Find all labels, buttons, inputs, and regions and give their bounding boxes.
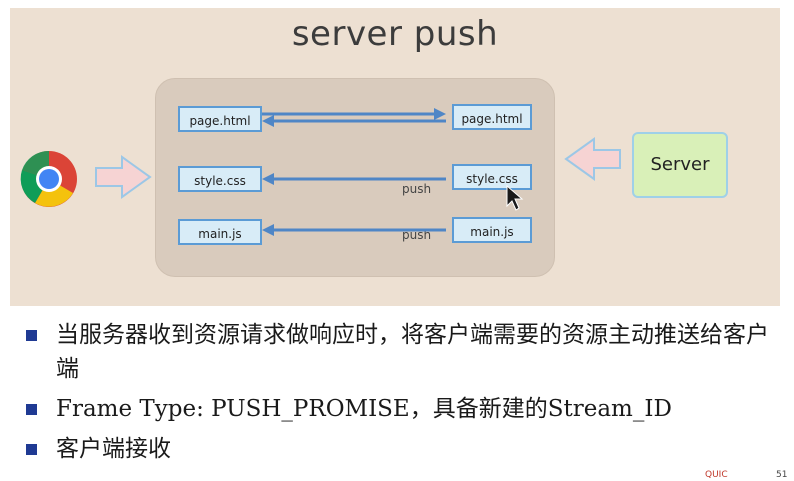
bullet-text: Frame Type: PUSH_PROMISE，具备新建的Stream_ID bbox=[56, 396, 672, 422]
mouse-cursor-icon bbox=[506, 184, 524, 211]
big-arrow-left-icon bbox=[95, 155, 152, 199]
page-number: 51 bbox=[776, 470, 788, 480]
bullet-square-icon bbox=[26, 404, 37, 415]
client-file-style-css: style.css bbox=[178, 166, 262, 192]
bullet-text: 当服务器收到资源请求做响应时，将客户端需要的资源主动推送给客户端 bbox=[56, 322, 769, 382]
request-arrow bbox=[262, 108, 446, 120]
bullet-item: Frame Type: PUSH_PROMISE，具备新建的Stream_ID bbox=[26, 392, 786, 426]
server-box: Server bbox=[632, 132, 728, 198]
server-file-main-js: main.js bbox=[452, 217, 532, 243]
bullet-item: 当服务器收到资源请求做响应时，将客户端需要的资源主动推送给客户端 bbox=[26, 318, 786, 386]
client-file-main-js: main.js bbox=[178, 219, 262, 245]
chrome-icon bbox=[20, 150, 77, 207]
push-arrow-style bbox=[262, 173, 446, 185]
bullet-square-icon bbox=[26, 330, 37, 341]
push-label-style: push bbox=[402, 182, 432, 196]
response-arrow bbox=[262, 115, 446, 127]
client-file-page-html: page.html bbox=[178, 106, 262, 132]
server-file-style-css: style.css bbox=[452, 164, 532, 190]
bullet-item: 客户端接收 bbox=[26, 432, 786, 466]
push-arrow-main bbox=[262, 224, 446, 236]
footer-tag: QUIC bbox=[705, 470, 728, 480]
bullet-list: 当服务器收到资源请求做响应时，将客户端需要的资源主动推送给客户端 Frame T… bbox=[26, 318, 786, 472]
big-arrow-right-icon bbox=[564, 137, 621, 181]
diagram-panel: server push page.html style.css main.js … bbox=[10, 8, 780, 306]
slide-title: server push bbox=[291, 14, 499, 54]
bullet-text: 客户端接收 bbox=[56, 436, 171, 462]
bullet-square-icon bbox=[26, 444, 37, 455]
server-file-page-html: page.html bbox=[452, 104, 532, 130]
